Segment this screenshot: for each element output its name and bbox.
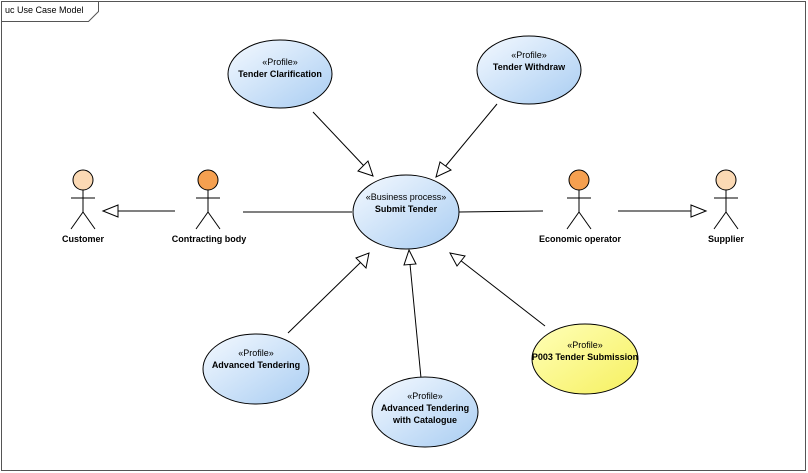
actor-supplier-figure[interactable]: [713, 169, 739, 230]
stereotype-label: «Business process»: [365, 192, 447, 202]
usecase-tender-clarification[interactable]: «Profile» Tender Clarification: [228, 56, 332, 80]
actor-head: [72, 169, 94, 191]
actor-economic-operator-label: Economic operator: [538, 234, 622, 244]
usecase-name-line1: Advanced Tendering: [380, 403, 470, 413]
usecase-tender-withdraw[interactable]: «Profile» Tender Withdraw: [477, 49, 581, 73]
usecase-name: Submit Tender: [374, 204, 438, 214]
actor-head: [715, 169, 737, 191]
usecase-name: Tender Clarification: [238, 69, 322, 79]
stereotype-label: «Profile»: [511, 50, 547, 60]
usecase-advanced-tendering-catalogue[interactable]: «Profile» Advanced Tendering with Catalo…: [372, 390, 478, 426]
actor-customer-label: Customer: [61, 234, 105, 244]
usecase-p003-tender-submission[interactable]: «Profile» P003 Tender Submission: [527, 339, 643, 363]
edge-catalogue-to-submit: [403, 248, 422, 379]
stereotype-label: «Profile»: [567, 340, 603, 350]
actor-contracting-body-figure[interactable]: [195, 169, 221, 230]
actor-head: [197, 169, 219, 191]
edge-p003-to-submit: [449, 252, 546, 327]
usecase-name: Tender Withdraw: [492, 62, 566, 72]
usecase-submit-tender[interactable]: «Business process» Submit Tender: [353, 191, 459, 215]
edge-clarification-to-submit: [312, 111, 374, 177]
usecase-name: P003 Tender Submission: [531, 352, 639, 362]
stereotype-label: «Profile»: [407, 391, 443, 401]
usecase-tender-clarification-shape[interactable]: [227, 39, 333, 109]
edge-contracting-to-customer: [101, 204, 175, 218]
stereotype-label: «Profile»: [238, 348, 274, 358]
actor-head: [568, 169, 590, 191]
usecase-name-line2: with Catalogue: [392, 415, 457, 425]
usecase-submit-tender-shape[interactable]: [352, 174, 460, 250]
actor-supplier-label: Supplier: [707, 234, 745, 244]
edge-economic-to-supplier: [618, 204, 708, 218]
actor-contracting-body-label: Contracting body: [171, 234, 247, 244]
actor-customer-figure[interactable]: [70, 169, 96, 230]
usecase-advanced-tendering-catalogue-shape[interactable]: [371, 376, 479, 448]
actor-economic-operator-figure[interactable]: [566, 169, 592, 230]
usecase-advanced-tendering[interactable]: «Profile» Advanced Tendering: [203, 347, 309, 371]
edge-withdraw-to-submit: [435, 103, 498, 178]
usecase-advanced-tendering-shape[interactable]: [202, 333, 310, 405]
edge-advanced-to-submit: [287, 252, 370, 334]
usecase-tender-withdraw-shape[interactable]: [476, 35, 582, 105]
usecase-p003-tender-submission-shape[interactable]: [531, 323, 639, 395]
frame-title: uc Use Case Model: [5, 5, 84, 15]
usecase-name: Advanced Tendering: [211, 360, 301, 370]
stereotype-label: «Profile»: [262, 57, 298, 67]
frame-tab: [1, 1, 99, 22]
edge-submit-to-economic: [458, 210, 544, 213]
